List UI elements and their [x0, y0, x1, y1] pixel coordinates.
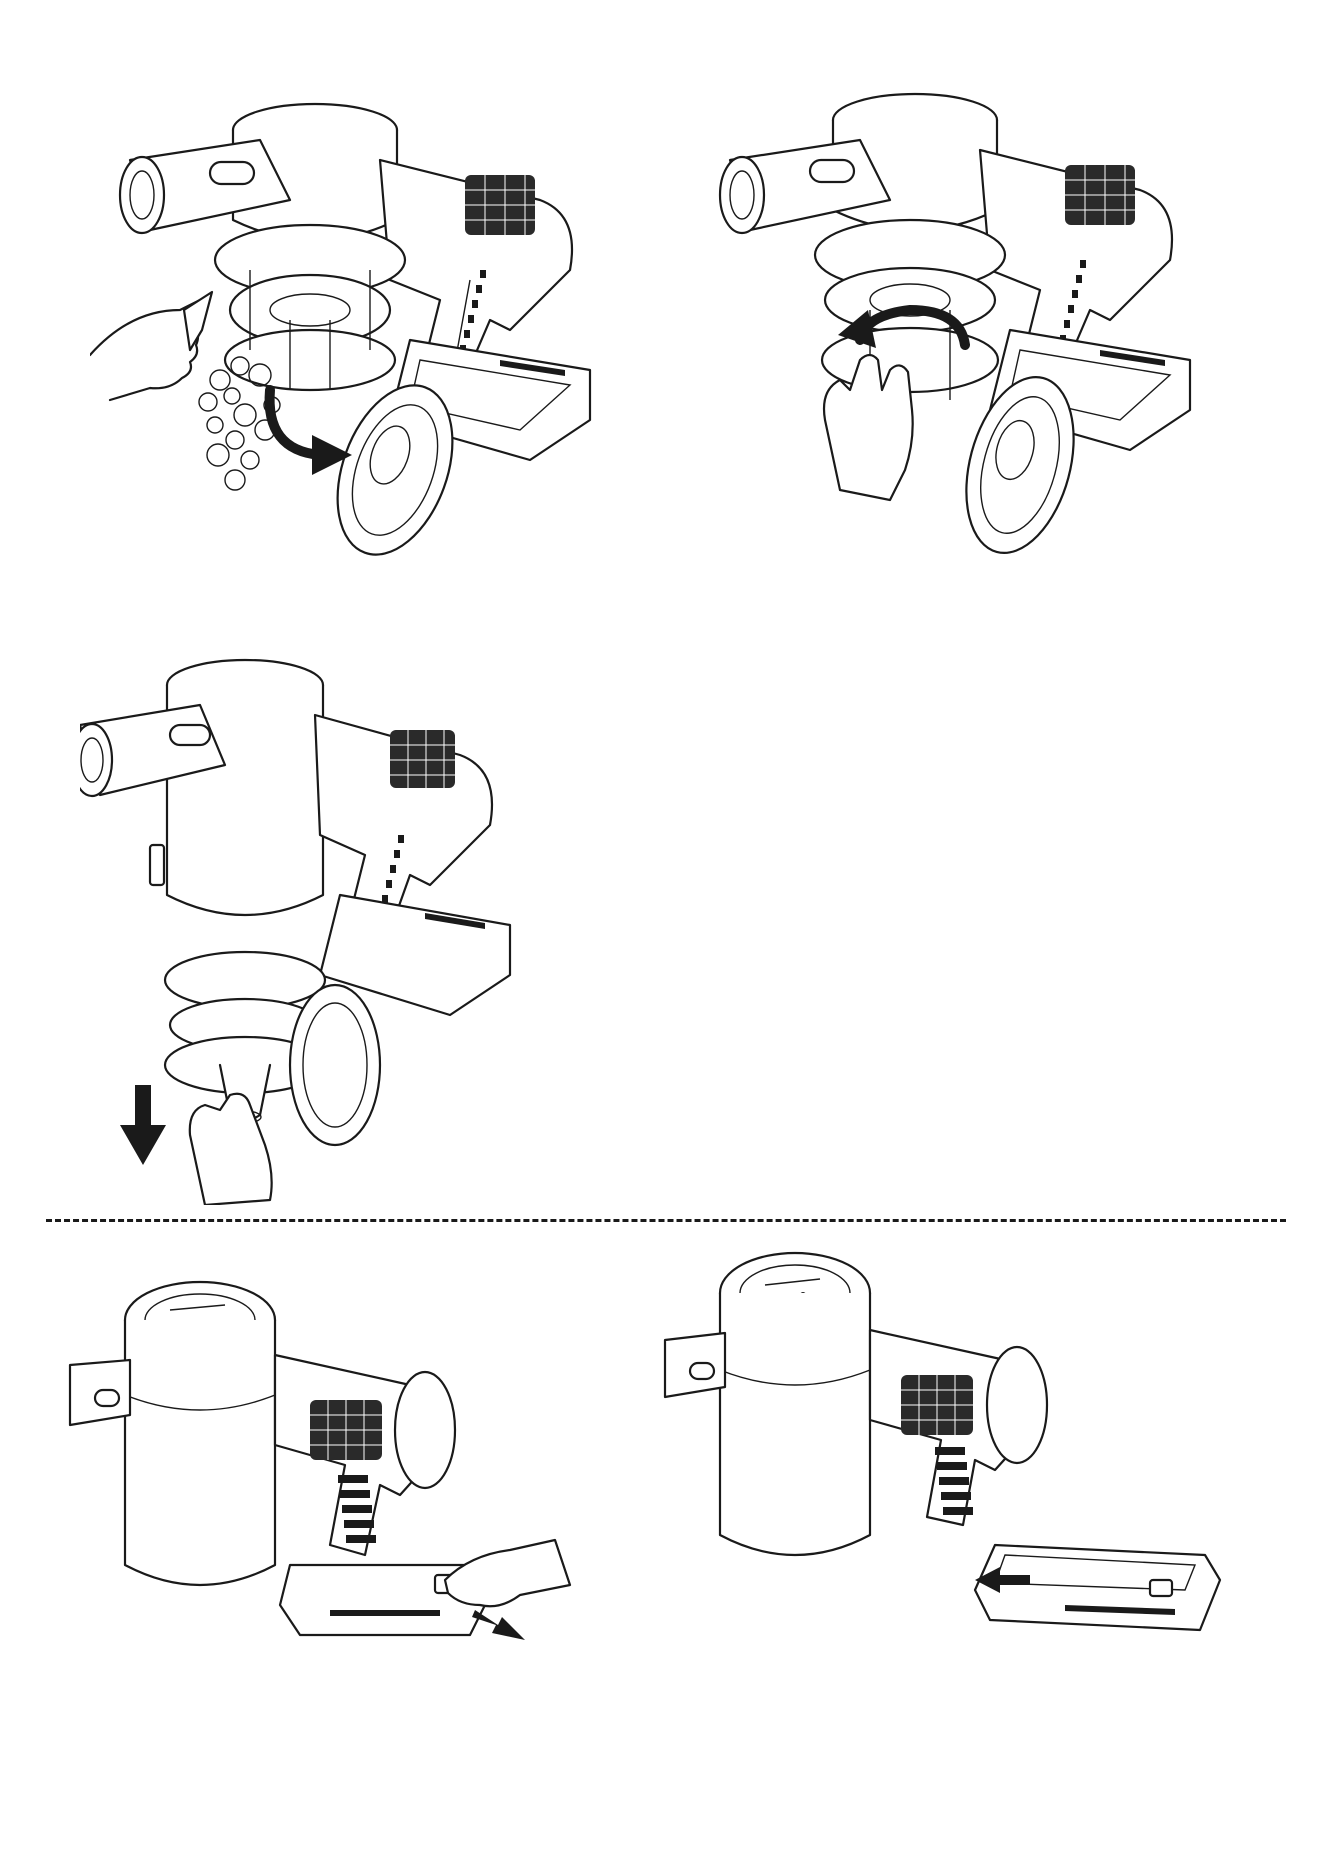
battery-insert-icon — [645, 1235, 1230, 1655]
illustration-remove-cyclone — [80, 645, 560, 1205]
twist-cyclone-icon — [690, 60, 1220, 580]
illustration-battery-insert — [645, 1235, 1230, 1655]
battery-release-icon — [50, 1265, 595, 1665]
open-dust-bin-lid-icon — [90, 70, 610, 590]
illustration-battery-release — [50, 1265, 595, 1665]
illustration-empty-bin — [90, 70, 610, 590]
dashed-divider — [46, 1219, 1286, 1222]
pull-out-cyclone-icon — [80, 645, 560, 1205]
illustration-twist-cyclone — [690, 60, 1220, 580]
